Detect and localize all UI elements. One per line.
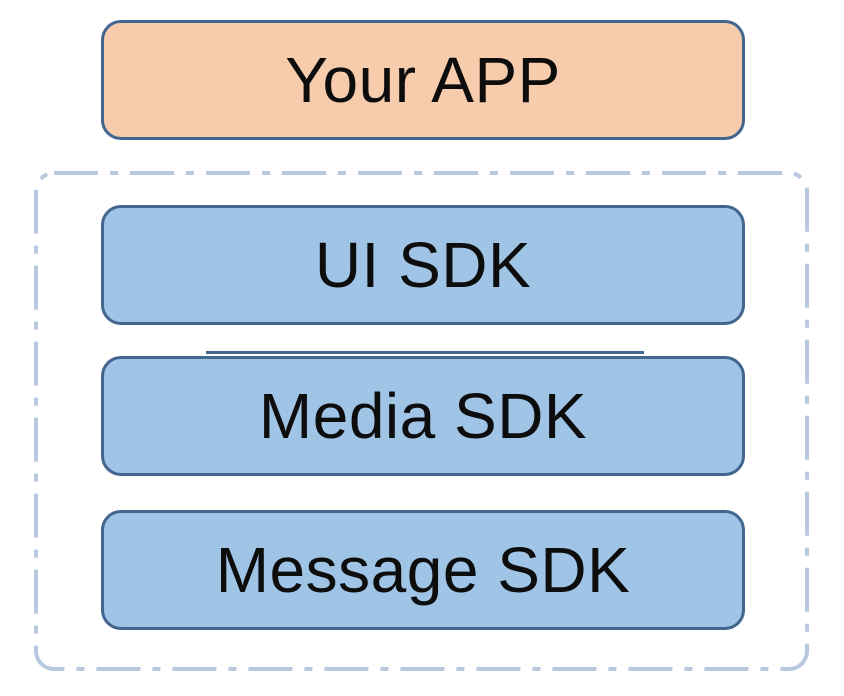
ui-sdk-layer: UI SDK	[101, 205, 745, 325]
your-app-label: Your APP	[285, 44, 561, 116]
media-sdk-layer: Media SDK	[101, 356, 745, 476]
your-app-layer: Your APP	[101, 20, 745, 140]
ui-sdk-label: UI SDK	[314, 229, 532, 301]
message-sdk-label: Message SDK	[215, 534, 631, 606]
layer-separator	[206, 351, 644, 354]
message-sdk-layer: Message SDK	[101, 510, 745, 630]
media-sdk-label: Media SDK	[258, 380, 588, 452]
